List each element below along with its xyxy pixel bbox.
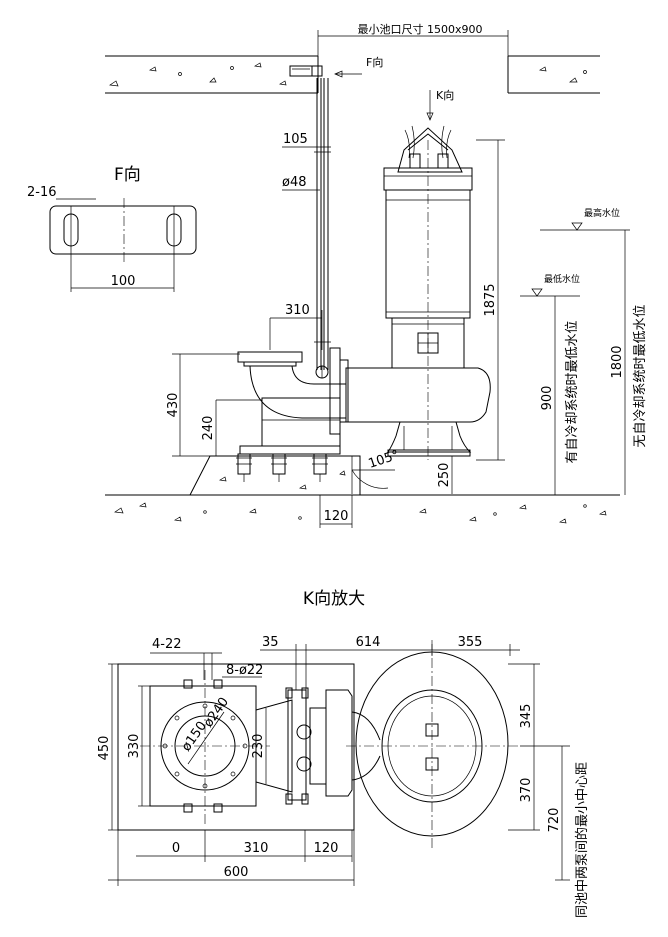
dim-120-label: 120 [324, 509, 349, 524]
elevation-view: 最小池口尺寸 1500x900 F向 105 [105, 22, 648, 528]
dim-430-label: 430 [166, 393, 181, 418]
auto-coupling-base [236, 397, 341, 482]
dim-240-label: 240 [201, 416, 216, 441]
k-right-dims: 345 370 720 同池中两泵间的最小中心距 [508, 663, 590, 918]
dim-310-label: 310 [285, 303, 310, 318]
dim-430-240: 430 240 [166, 353, 262, 457]
high-level-label: 最高水位 [584, 207, 620, 219]
f-view-title: F向 [114, 165, 141, 185]
dim-310: 310 [269, 303, 323, 350]
dim-250: 250 [437, 455, 460, 494]
k-dim-8-22: 8-ø22 [226, 663, 263, 678]
dim-105-label: 105 [283, 132, 308, 147]
pump-motor [383, 125, 473, 460]
concrete-plinth [189, 455, 361, 496]
k-dim-35: 35 [262, 635, 279, 650]
k-dim-720: 720 [547, 808, 562, 833]
discharge-elbow [237, 347, 349, 435]
without-cooling-label: 无自冷却系统时最低水位 [633, 304, 648, 447]
dim-250-label: 250 [437, 463, 452, 488]
k-marker-label: K向 [436, 88, 454, 102]
guide-rail-top-bracket [289, 65, 323, 77]
dim-1875-label: 1875 [483, 283, 498, 316]
dim-105: 105 [282, 132, 314, 148]
with-cooling-label: 有自冷却系统时最低水位 [565, 320, 580, 463]
top-slab [105, 55, 600, 94]
k-direction-marker: K向 [426, 88, 454, 121]
k-dim-345: 345 [519, 704, 534, 729]
f-view: F向 2-16 100 [27, 165, 197, 292]
k-dim-370: 370 [519, 778, 534, 803]
k-dim-330: 330 [127, 734, 142, 759]
low-level-label: 最低水位 [544, 273, 580, 285]
dim-120: 120 [319, 495, 353, 528]
k-volute [346, 640, 520, 850]
water-levels: 最高水位 最低水位 900 有自冷却系统时最低水位 1800 无自冷却系统时最低… [520, 207, 648, 495]
dim-1875: 1875 [476, 139, 505, 461]
k-dim-120b: 120 [314, 841, 339, 856]
k-top-dims: 4-22 35 614 355 8-ø22 [150, 635, 520, 690]
k-dim-614: 614 [356, 635, 381, 650]
floor [105, 494, 620, 524]
opening-label: 最小池口尺寸 1500x900 [358, 22, 483, 36]
k-dim-310b: 310 [244, 841, 269, 856]
angle-105: 105° [351, 448, 401, 494]
k-coupling [255, 687, 381, 805]
f-view-dim-100: 100 [111, 274, 136, 289]
k-dim-355: 355 [458, 635, 483, 650]
dim-1800-label: 1800 [610, 345, 625, 378]
f-marker-label: F向 [366, 55, 383, 69]
k-view: K向放大 ø150 ø240 [97, 589, 590, 918]
f-view-dim-2-16: 2-16 [27, 185, 57, 200]
k-left-dims: 450 330 230 [97, 663, 267, 831]
dim-48: ø48 [282, 175, 320, 191]
k-dim-600: 600 [224, 865, 249, 880]
guide-rails [314, 78, 331, 370]
k-dim-450: 450 [97, 736, 112, 761]
f-direction-marker: F向 [334, 55, 383, 78]
k-bottom-dims: 0 310 120 600 [108, 830, 355, 886]
k-side-label: 同池中两泵间的最小中心距 [574, 762, 590, 918]
k-view-title: K向放大 [303, 589, 365, 609]
opening-dimension: 最小池口尺寸 1500x900 [317, 22, 509, 56]
dim-48-label: ø48 [282, 175, 307, 190]
k-dim-4-22: 4-22 [152, 637, 182, 652]
angle-105-label: 105° [367, 448, 401, 472]
pump-volute [345, 367, 491, 457]
k-dim-240c: ø240 [201, 695, 232, 730]
k-base-plate [117, 663, 355, 831]
k-dim-230: 230 [251, 734, 266, 759]
k-dim-0: 0 [172, 841, 180, 856]
dim-900-label: 900 [540, 386, 555, 411]
